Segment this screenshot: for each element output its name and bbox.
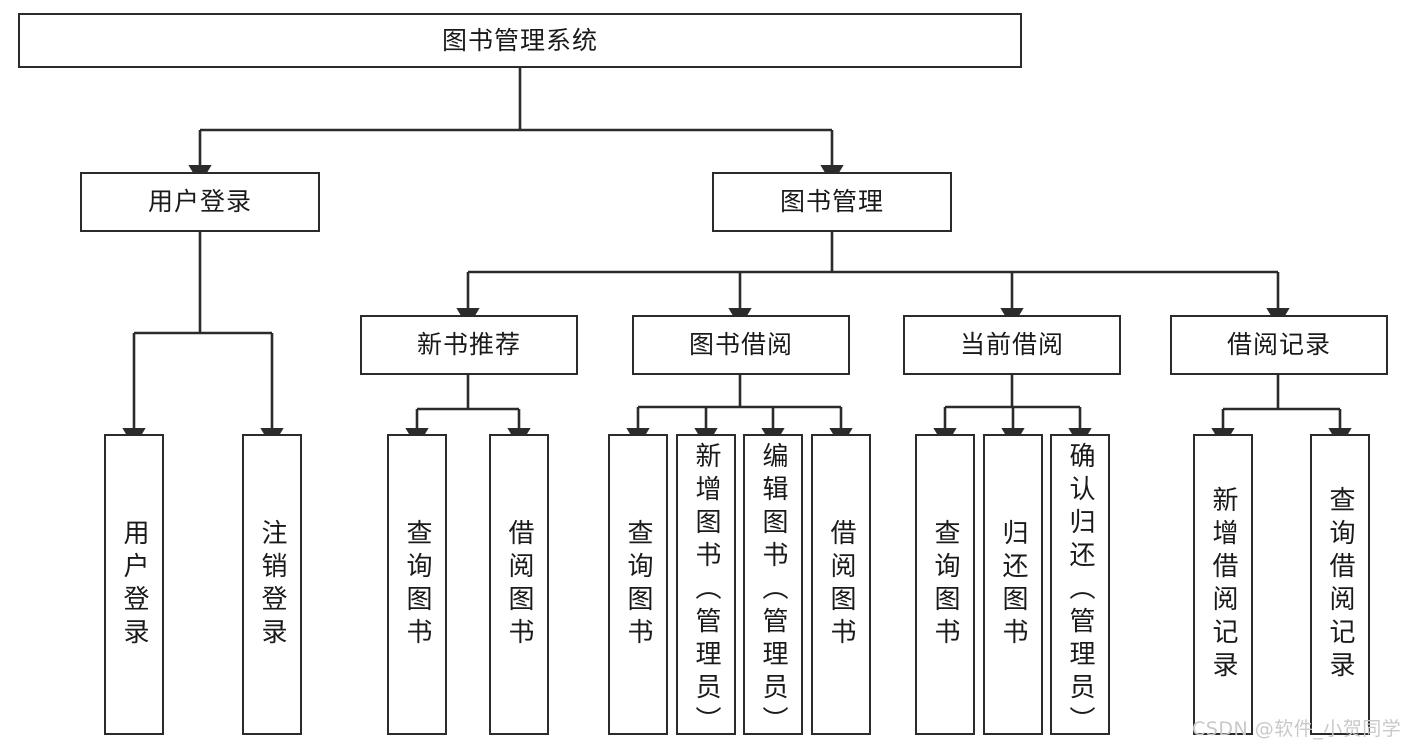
node-label: 图书借阅	[688, 330, 793, 360]
node-label: 查询借阅记录	[1325, 485, 1355, 684]
leaf-query-borrow-record[interactable]: 查询借阅记录	[1310, 434, 1370, 735]
node-label: 新书推荐	[416, 330, 521, 360]
node-new-book-recommendation[interactable]: 新书推荐	[360, 315, 578, 375]
node-current-borrow[interactable]: 当前借阅	[903, 315, 1121, 375]
node-label: 借阅记录	[1226, 330, 1331, 360]
leaf-borrow-book-new-book-rec[interactable]: 借阅图书	[489, 434, 549, 735]
node-label: 当前借阅	[959, 330, 1064, 360]
csdn-watermark: CSDN @软件_小贺同学	[1192, 718, 1402, 740]
node-label: 编辑图书（管理员）	[758, 442, 788, 739]
node-label: 借阅图书	[826, 518, 856, 651]
node-label: 用户登录	[147, 187, 252, 217]
leaf-query-book-book-borrow[interactable]: 查询图书	[608, 434, 668, 735]
node-user-login[interactable]: 用户登录	[80, 172, 320, 232]
leaf-add-borrow-record[interactable]: 新增借阅记录	[1193, 434, 1253, 735]
node-label: 图书管理系统	[441, 25, 598, 55]
node-label: 用户登录	[119, 518, 149, 651]
leaf-user-login[interactable]: 用户登录	[104, 434, 164, 735]
leaf-logout[interactable]: 注销登录	[242, 434, 302, 735]
node-label: 查询图书	[930, 518, 960, 651]
node-label: 查询图书	[623, 518, 653, 651]
node-book-borrow[interactable]: 图书借阅	[632, 315, 850, 375]
leaf-confirm-return-admin[interactable]: 确认归还（管理员）	[1050, 434, 1110, 739]
leaf-query-book-new-book-rec[interactable]: 查询图书	[387, 434, 447, 735]
node-root-book-management-system[interactable]: 图书管理系统	[18, 13, 1022, 68]
node-label: 归还图书	[998, 518, 1028, 651]
node-book-manage[interactable]: 图书管理	[712, 172, 952, 232]
node-label: 查询图书	[402, 518, 432, 651]
node-label: 新增图书（管理员）	[691, 442, 721, 739]
leaf-query-book-current-borrow[interactable]: 查询图书	[915, 434, 975, 735]
node-label: 确认归还（管理员）	[1065, 442, 1095, 739]
node-borrow-record[interactable]: 借阅记录	[1170, 315, 1388, 375]
node-label: 借阅图书	[504, 518, 534, 651]
node-label: 图书管理	[779, 187, 884, 217]
leaf-edit-book-admin[interactable]: 编辑图书（管理员）	[743, 434, 803, 739]
leaf-return-book[interactable]: 归还图书	[983, 434, 1043, 735]
node-label: 注销登录	[257, 518, 287, 651]
leaf-add-book-admin[interactable]: 新增图书（管理员）	[676, 434, 736, 739]
leaf-borrow-book-book-borrow[interactable]: 借阅图书	[811, 434, 871, 735]
node-label: 新增借阅记录	[1208, 485, 1238, 684]
